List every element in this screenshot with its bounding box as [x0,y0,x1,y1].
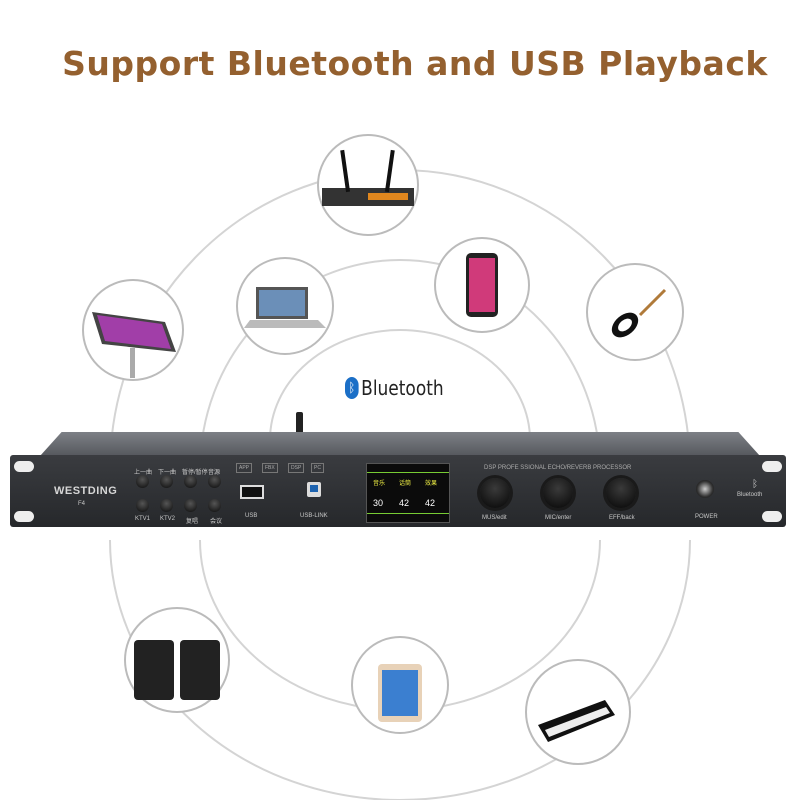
screen-label: 话筒 [399,481,412,487]
power-button[interactable] [696,480,714,498]
phone-icon [466,253,498,317]
panel-bluetooth-icon: ᛒ [752,479,758,490]
bluetooth-badge: ᛒ Bluetooth [345,376,444,400]
lcd-screen: 音乐 话筒 效果 30 42 42 [366,463,450,523]
prev-track-button[interactable] [136,475,149,488]
processor-label: DSP PROFE SSIONAL ECHO/REVERB PROCESSOR [484,465,632,471]
screen-label: 音乐 [373,481,386,487]
model-label: F4 [78,501,86,507]
usb-link-label: USB-LINK [300,513,328,519]
source-button[interactable] [208,475,221,488]
knob-label: EFF/back [609,515,635,521]
ktv2-button[interactable] [160,499,173,512]
button-label: 下一曲 [158,470,177,476]
headline: Support Bluetooth and USB Playback [62,44,768,83]
next-track-button[interactable] [160,475,173,488]
rack-ear-hole [14,461,34,472]
button-label: 音源 [208,470,221,476]
button-label: 会议 [210,519,223,525]
pause-button[interactable] [184,475,197,488]
screen-label: 效果 [425,481,438,487]
music-knob[interactable] [480,478,510,508]
guitar-circle [586,263,684,361]
effect-knob[interactable] [606,478,636,508]
rack-ear-hole [762,511,782,522]
ktv1-button[interactable] [136,499,149,512]
dsp-tag: DSP [288,463,305,473]
rack-ear-hole [14,511,34,522]
music-level: 30 [373,498,384,508]
device-top-cover [40,432,760,456]
power-label: POWER [695,514,718,520]
button-label: KTV2 [160,516,176,522]
bluetooth-label: Bluetooth [361,376,444,400]
laptop-icon [244,287,326,328]
usb-port[interactable] [240,485,264,499]
dsp-processor-front-panel: WESTDING F4 上一曲 下一曲 暂停/暂停 音源 KTV1 KTV2 复… [10,455,786,527]
fbx-tag: FBX [262,463,278,473]
mic-knob[interactable] [543,478,573,508]
speakers-icon [134,640,220,700]
mic-level: 42 [399,498,410,508]
effect-level: 42 [425,498,436,508]
brand-logo: WESTDING [54,485,118,497]
keyboard-icon [538,700,615,742]
app-tag: APP [236,463,253,473]
pc-tag: PC [311,463,324,473]
meeting-button[interactable] [208,499,221,512]
microphone-icon [322,149,414,206]
panel-bluetooth-label: Bluetooth [737,492,763,498]
usb-label: USB [245,513,258,519]
knob-label: MIC/enter [545,515,572,521]
guitar-icon [611,288,667,338]
antenna [296,412,303,434]
touchscreen-jukebox-icon [92,312,176,378]
rack-ear-hole [762,461,782,472]
knob-label: MUS/edit [482,515,507,521]
button-label: KTV1 [135,516,151,522]
tablet-icon [378,664,422,722]
microphone-circle [317,134,419,236]
repeat-button[interactable] [184,499,197,512]
bluetooth-icon: ᛒ [345,377,359,399]
button-label: 上一曲 [134,470,153,476]
button-label: 暂停/暂停 [182,470,208,476]
button-label: 复唱 [186,519,199,525]
usb-link-port[interactable] [307,482,321,497]
